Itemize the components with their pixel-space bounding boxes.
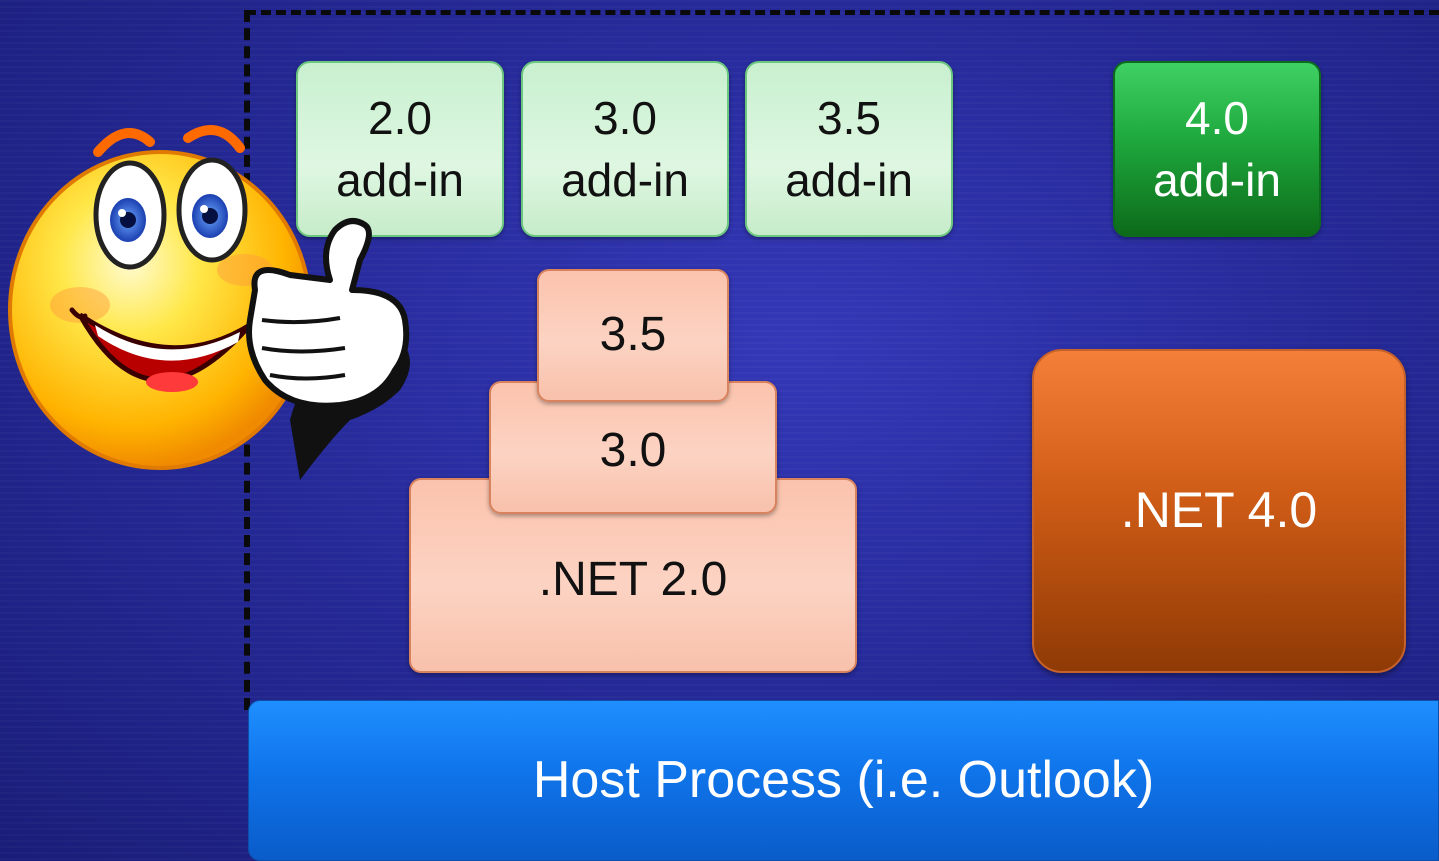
addin-version: 2.0	[368, 91, 432, 144]
addin-label: add-in	[1153, 154, 1281, 206]
host-process-bar: Host Process (i.e. Outlook)	[248, 700, 1439, 861]
runtime-30-label: 3.0	[599, 424, 667, 478]
thumbs-up-smiley-icon	[8, 125, 410, 480]
runtime-35-box: 3.5	[537, 269, 729, 402]
runtime-net40-box: .NET 4.0	[1032, 349, 1406, 673]
runtime-net20-label: .NET 2.0	[538, 553, 728, 607]
runtime-30-box: 3.0	[489, 381, 777, 514]
runtime-net40-label: .NET 4.0	[1120, 482, 1318, 539]
addin-box-3-0: 3.0 add-in	[521, 61, 729, 237]
addin-version: 3.0	[593, 91, 657, 144]
host-process-label: Host Process (i.e. Outlook)	[532, 751, 1155, 810]
addin-version: 4.0	[1185, 91, 1249, 144]
addin-box-3-5: 3.5 add-in	[745, 61, 953, 237]
addin-box-4-0: 4.0 add-in	[1113, 61, 1321, 237]
addin-version: 3.5	[817, 91, 881, 144]
process-boundary-top-dashed-line	[246, 10, 1439, 15]
addin-label: add-in	[785, 154, 913, 206]
addin-box-2-0: 2.0 add-in	[296, 61, 504, 237]
addin-label: add-in	[561, 154, 689, 206]
addin-label: add-in	[336, 154, 464, 206]
runtime-35-label: 3.5	[599, 308, 667, 362]
